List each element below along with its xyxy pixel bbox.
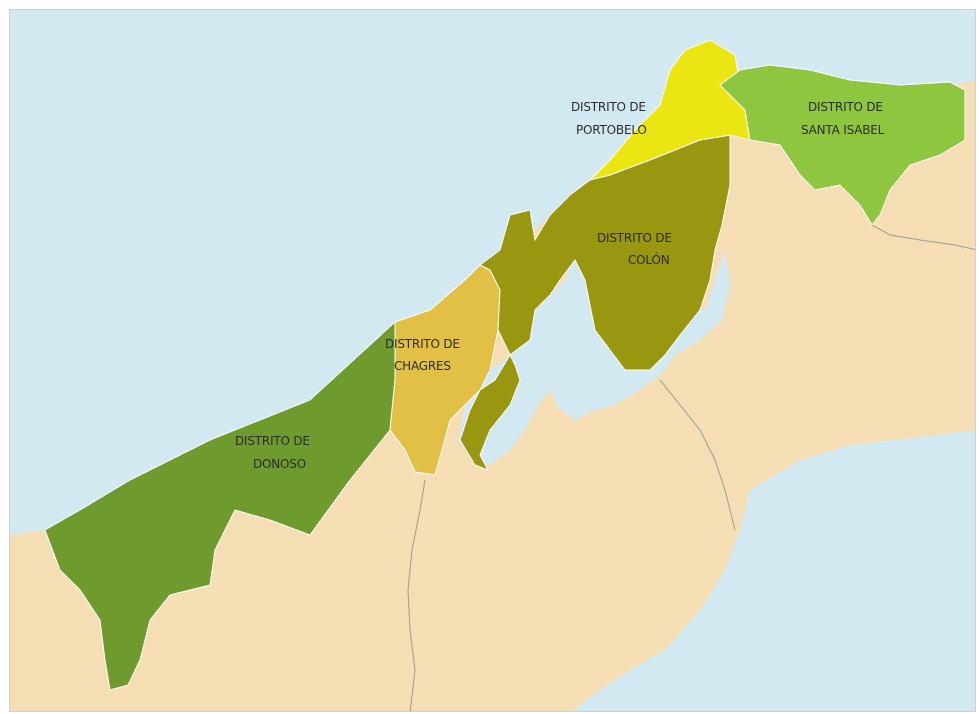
label-donoso-line1: DISTRITO DE: [235, 434, 310, 448]
district-donoso[interactable]: [44, 320, 396, 691]
label-donoso-line2: DONOSO: [253, 457, 306, 471]
label-portobelo-line2: PORTOBELO: [576, 123, 647, 137]
label-colon-line2: COLÓN: [628, 252, 670, 267]
label-colon-line1: DISTRITO DE: [597, 231, 672, 245]
map-svg: DISTRITO DE PORTOBELO DISTRITO DE SANTA …: [10, 10, 975, 711]
label-portobelo-line1: DISTRITO DE: [571, 100, 646, 114]
river-east: [871, 224, 975, 251]
map-frame: DISTRITO DE PORTOBELO DISTRITO DE SANTA …: [9, 9, 976, 712]
district-chagres[interactable]: [389, 264, 501, 476]
river-canal: [659, 379, 736, 531]
label-santa-isabel-line2: SANTA ISABEL: [801, 123, 885, 137]
label-chagres-line2: CHAGRES: [394, 359, 451, 373]
river-chagres: [407, 479, 426, 711]
district-santa-isabel[interactable]: [719, 64, 966, 226]
pacific-bay: [572, 430, 975, 711]
district-portobelo[interactable]: [588, 39, 751, 181]
label-santa-isabel-line1: DISTRITO DE: [808, 100, 883, 114]
label-chagres-line1: DISTRITO DE: [385, 337, 460, 351]
